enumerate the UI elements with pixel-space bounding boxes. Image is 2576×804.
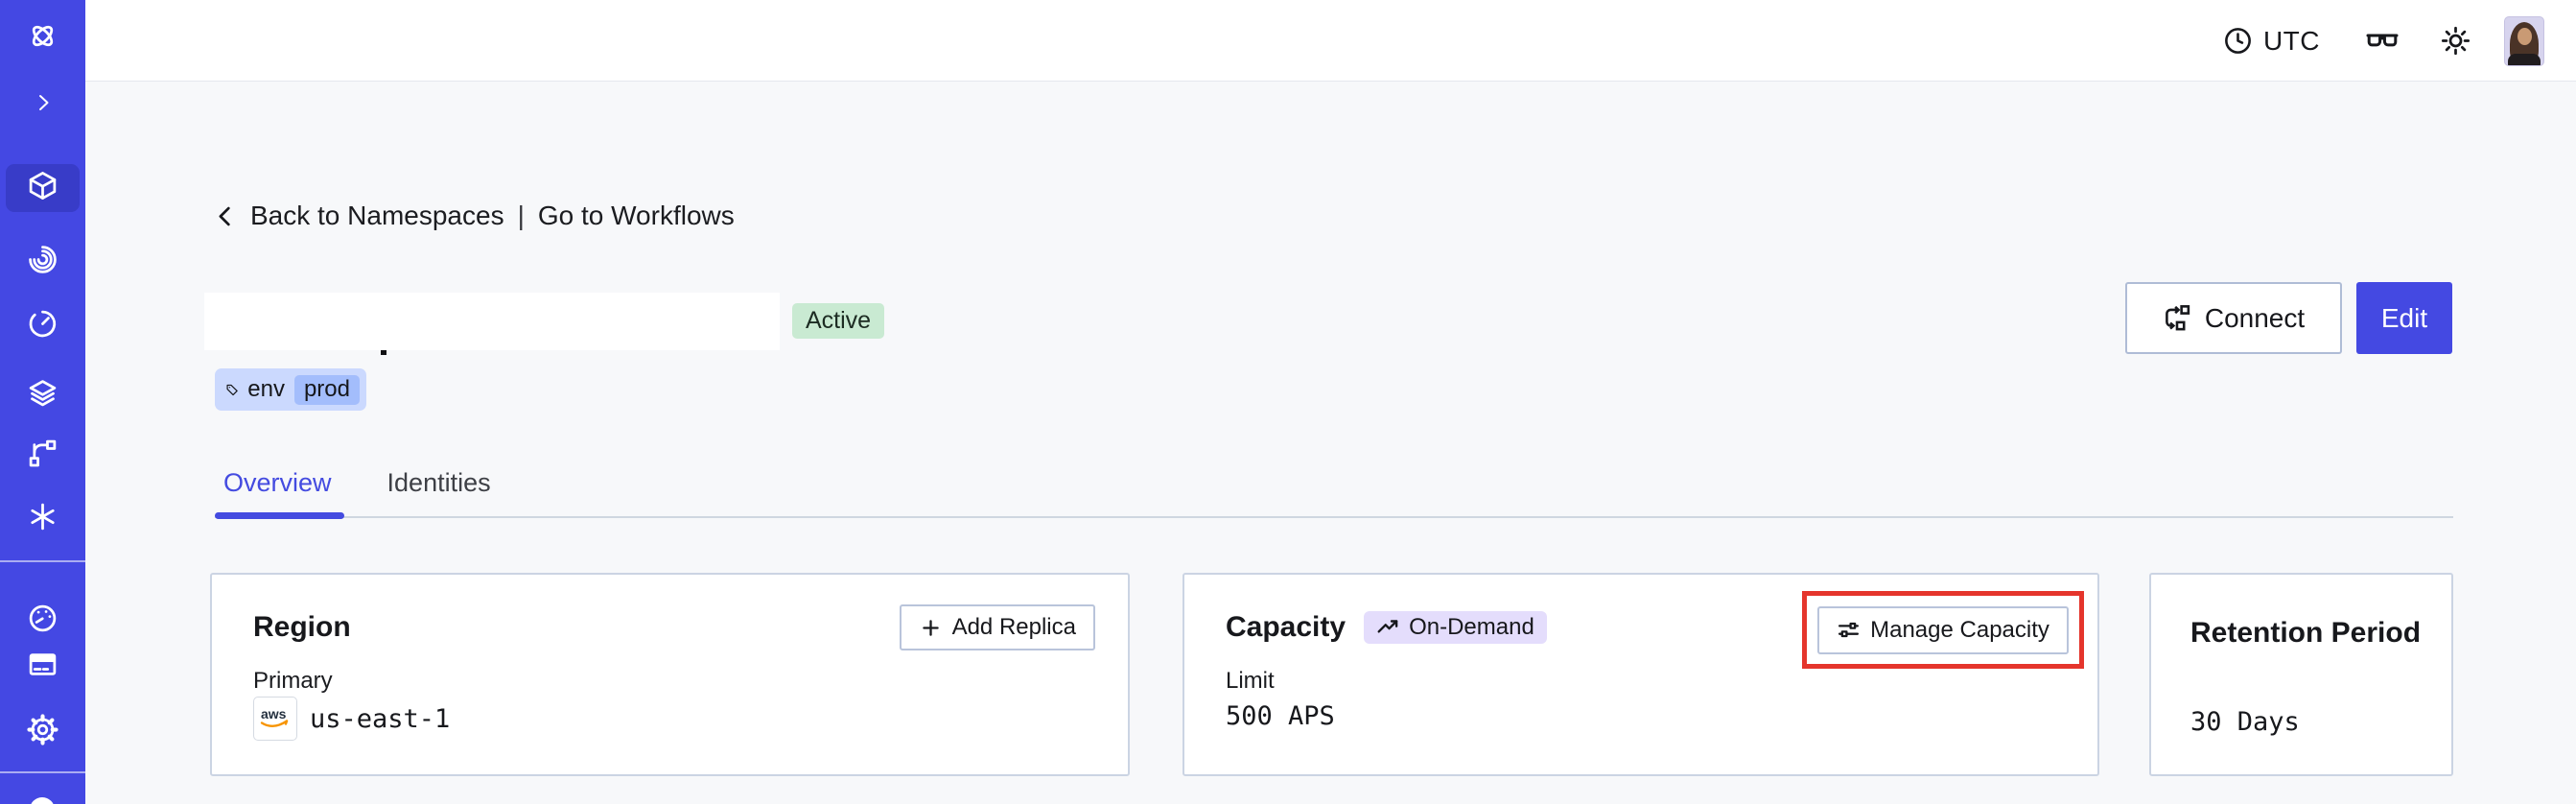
annotation-highlight-red-box: Manage Capacity [1802,591,2084,669]
sidebar-item-gear-icon[interactable] [27,714,59,745]
sidebar-item-gauge-icon[interactable] [27,603,59,634]
edit-button[interactable]: Edit [2356,282,2452,354]
capacity-card-title: Capacity [1226,611,1347,643]
trending-up-icon [1377,620,1398,633]
tabs-divider-line [215,516,2453,518]
status-badge: Active [792,303,885,339]
retention-card: Retention Period 30 Days [2149,573,2453,776]
connect-button[interactable]: Connect [2125,282,2342,354]
sidebar [0,0,85,804]
sun-icon[interactable] [2440,25,2471,57]
breadcrumb-workflows-link[interactable]: Go to Workflows [537,201,735,230]
timezone-selector[interactable]: UTC [2223,26,2320,57]
tab-overview[interactable]: Overview [223,468,332,497]
manage-capacity-label: Manage Capacity [1870,616,2049,643]
sliders-icon [1838,622,1860,638]
glasses-icon[interactable] [2365,27,2400,56]
region-card: Region Add Replica Primary aws us-east-1 [210,573,1130,776]
add-replica-label: Add Replica [951,614,1076,640]
aws-logo: aws [253,697,297,741]
redaction-artifact-dot [381,350,386,355]
tag-value-chip: prod [293,374,360,405]
connect-label: Connect [2204,302,2306,333]
namespace-tag[interactable]: env prod [215,368,366,411]
chevron-left-icon[interactable] [213,203,239,229]
breadcrumb-back-link[interactable]: Back to Namespaces [250,201,504,230]
plus-icon [922,619,939,636]
svg-text:aws: aws [261,706,287,721]
sidebar-item-branch-icon[interactable] [27,437,59,469]
clock-icon [2225,28,2251,54]
edit-label: Edit [2380,302,2428,333]
sidebar-bottom-avatar-partial[interactable] [30,797,55,804]
primary-label: Primary [253,668,333,694]
tag-key: env [247,376,285,402]
breadcrumb-separator: | [517,201,525,230]
avatar-shirt [2508,53,2541,65]
region-card-title: Region [253,611,351,643]
sidebar-divider [0,771,85,773]
avatar-face [2517,27,2532,45]
user-avatar[interactable] [2504,15,2544,66]
sidebar-item-namespaces-cube-icon[interactable] [27,170,59,201]
sidebar-item-asterisk-icon[interactable] [27,501,59,532]
retention-value: 30 Days [2190,707,2300,737]
topbar: UTC [85,0,2576,82]
temporal-logo[interactable] [27,20,59,52]
timezone-label: UTC [2262,25,2320,56]
tab-identities[interactable]: Identities [386,468,491,497]
sidebar-item-spiral-icon[interactable] [27,244,59,275]
sidebar-divider [0,560,85,562]
sidebar-expand-chevron-right-icon[interactable] [27,86,59,118]
tag-icon [226,384,238,395]
limit-label: Limit [1226,668,1275,694]
sidebar-item-layers-icon[interactable] [27,378,59,410]
breadcrumb: Back to Namespaces | Go to Workflows [213,195,735,237]
retention-card-title: Retention Period [2190,617,2422,649]
capacity-value: 500 APS [1226,701,1335,731]
namespace-name-redacted [204,293,780,350]
add-replica-button[interactable]: Add Replica [899,604,1095,650]
active-tab-underline [215,512,344,519]
sidebar-item-clock-icon[interactable] [27,308,59,340]
connect-flow-icon [2165,305,2190,331]
region-value: us-east-1 [310,703,451,734]
capacity-card: Capacity On-Demand Manage Capacity Limit… [1183,573,2099,776]
sidebar-item-billing-card-icon[interactable] [27,649,59,680]
on-demand-badge: On-Demand [1364,611,1547,644]
on-demand-label: On-Demand [1409,614,1534,640]
tab-bar: Overview Identities [215,464,500,523]
manage-capacity-button[interactable]: Manage Capacity [1817,605,2069,654]
